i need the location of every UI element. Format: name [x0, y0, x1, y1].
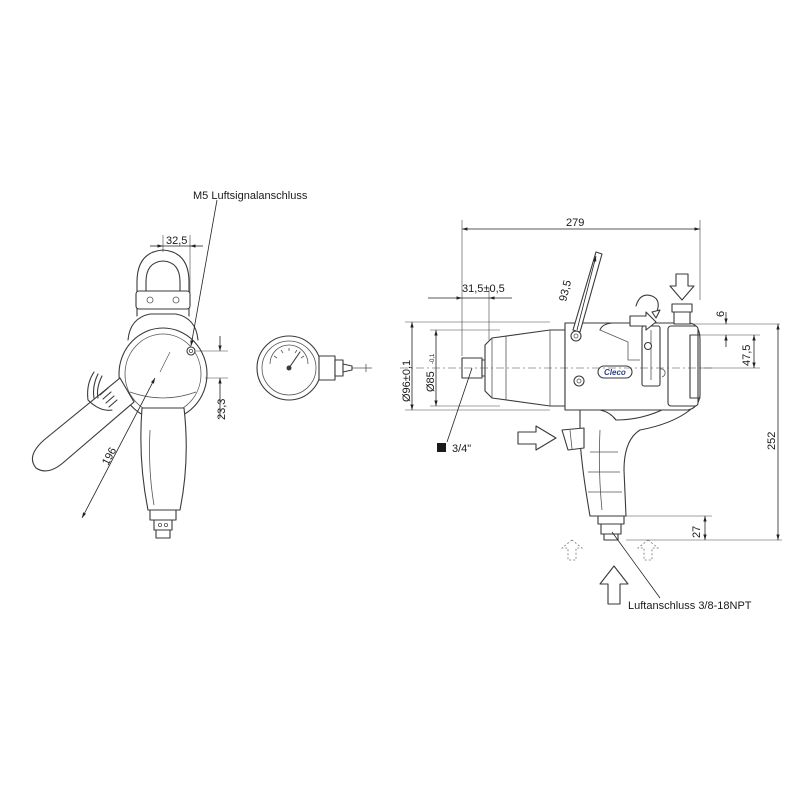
- side-view-dimensions: 279 31,5±0,5 93,5 Ø96±0,1 Ø85 -0,1 6 47,…: [400, 217, 782, 612]
- square-drive-label: 3/4": [452, 443, 471, 455]
- airflow-arrows: [517, 273, 695, 605]
- dim-196: 196: [100, 446, 119, 468]
- dim-23-3: 23,3: [216, 399, 228, 420]
- side-view: Cleco: [461, 251, 701, 541]
- dim-27: 27: [691, 526, 703, 538]
- pressure-gauge: [256, 335, 372, 401]
- front-view: [31, 249, 208, 539]
- brand-label: Cleco: [604, 368, 626, 377]
- dim-279: 279: [566, 217, 584, 229]
- dim-32-5: 32,5: [166, 235, 187, 247]
- m5-signal-callout: M5 Luftsignalanschluss: [193, 190, 308, 202]
- dim-31-5: 31,5±0,5: [462, 283, 505, 295]
- front-view-dimensions: 32,5 23,3 196 M5 Luftsignalanschluss: [81, 190, 308, 519]
- dim-d85-tolerance: -0,1: [430, 353, 436, 364]
- dim-6: 6: [715, 311, 727, 317]
- square-drive-symbol: [437, 443, 446, 452]
- dim-252: 252: [766, 432, 778, 450]
- air-inlet-callout: Luftanschluss 3/8-18NPT: [628, 600, 752, 612]
- dim-47-5: 47,5: [741, 345, 753, 366]
- dim-d85: Ø85: [425, 371, 437, 392]
- dim-93-5: 93,5: [557, 279, 574, 303]
- dim-d96: Ø96±0,1: [401, 360, 413, 402]
